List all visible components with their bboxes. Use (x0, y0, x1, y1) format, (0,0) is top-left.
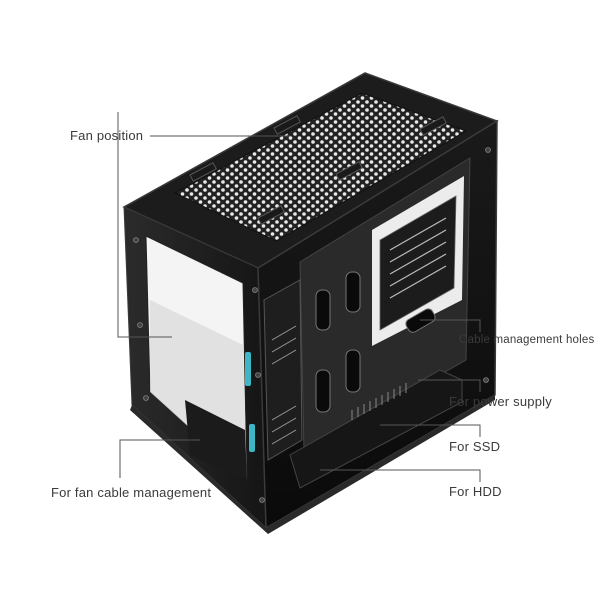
power-supply-label: For power supply (449, 394, 552, 409)
psu-vents (351, 383, 407, 420)
front-bottom-cage (185, 400, 247, 480)
case-bottom-edge (130, 395, 495, 534)
drive-cage-slots (271, 325, 297, 445)
top-mesh (173, 92, 468, 242)
fan-mount-slots (189, 115, 447, 225)
fan-cable-management-label: For fan cable management (51, 485, 212, 500)
psu-area (289, 369, 463, 489)
led-strip-upper (245, 352, 251, 386)
frame-screws (133, 147, 491, 503)
callout-lines (117, 112, 481, 482)
led-strip-lower (249, 424, 255, 452)
rear-bracket-slots (389, 217, 447, 299)
fan-position-label: Fan position (70, 128, 144, 143)
hdd-label: For HDD (449, 484, 502, 499)
drive-cage (263, 279, 303, 461)
cable-holes (315, 271, 436, 413)
rear-bracket (379, 195, 457, 331)
ssd-label: For SSD (449, 439, 501, 454)
cable-management-holes-label: Cable management holes (459, 334, 595, 346)
